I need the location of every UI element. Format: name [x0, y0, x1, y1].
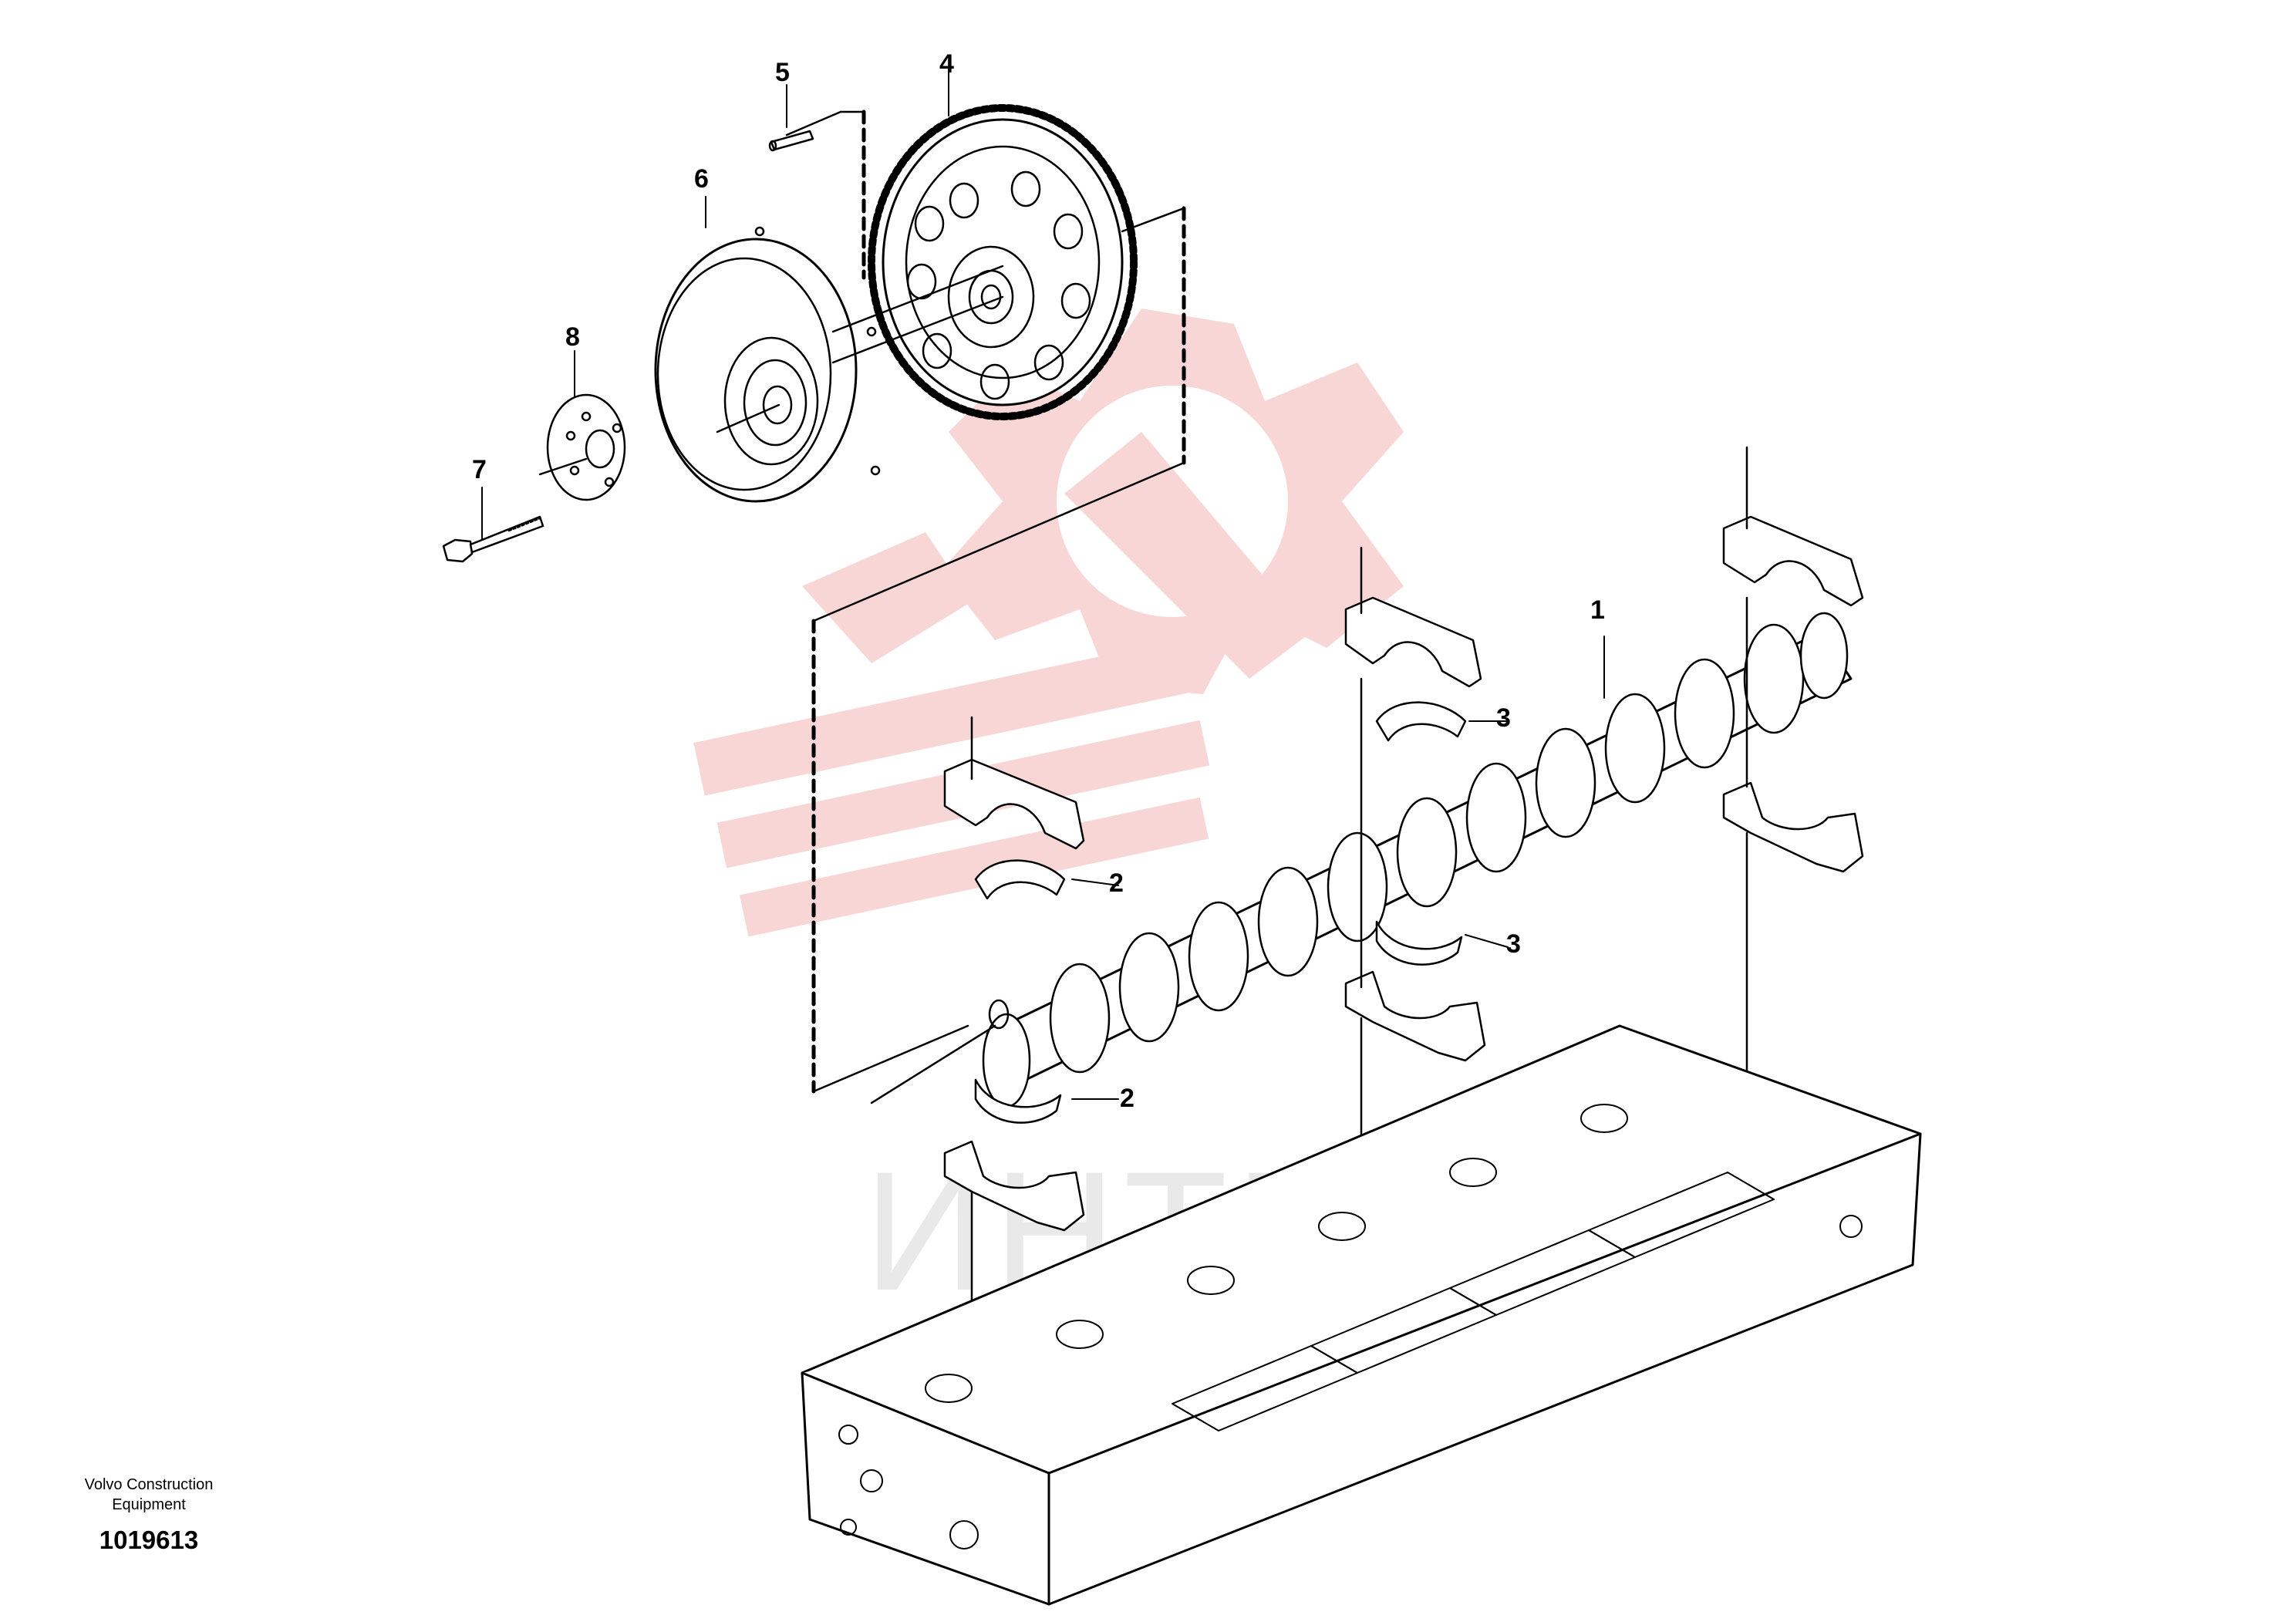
- callout-3-upper: 3: [1496, 703, 1511, 733]
- bearing-shell: [974, 859, 1066, 900]
- bearing-cap: [1722, 596, 1864, 1097]
- bearing-shell: [974, 1078, 1062, 1124]
- camshaft: [870, 612, 1853, 1108]
- bearing-cap: [943, 716, 1085, 850]
- dowel-pin: [768, 130, 814, 152]
- assembly-dash-lines: [811, 110, 1186, 1094]
- manufacturer-line-1: Volvo Construction: [84, 1476, 214, 1493]
- washer-plate: [538, 393, 626, 501]
- callout-1: 1: [1590, 595, 1605, 625]
- bearing-cap: [1722, 446, 1864, 607]
- callout-8: 8: [565, 322, 580, 352]
- callout-6: 6: [694, 164, 709, 194]
- callout-3-lower: 3: [1506, 929, 1521, 959]
- camshaft-gear: [868, 104, 1138, 420]
- callout-5: 5: [775, 58, 790, 87]
- damper-axis-lines: [716, 265, 1004, 433]
- bearing-shell: [1375, 701, 1467, 742]
- callout-4: 4: [939, 49, 954, 79]
- callout-2-lower: 2: [1120, 1084, 1135, 1113]
- manufacturer-line-2: Equipment: [112, 1496, 186, 1513]
- leader-lines: [481, 69, 1605, 1100]
- callout-7: 7: [472, 455, 487, 484]
- vibration-damper: [654, 226, 881, 503]
- drawing-footer: Volvo Construction Equipment 1019613: [60, 1475, 238, 1555]
- bearing-shell: [1375, 920, 1463, 966]
- bearing-cap: [1344, 546, 1482, 688]
- assembly-solid-lines: [785, 110, 1185, 1093]
- drawing-number: 1019613: [99, 1526, 199, 1554]
- callout-2-upper: 2: [1109, 868, 1124, 898]
- cylinder-head: [801, 1024, 1922, 1606]
- bolt: [442, 515, 544, 563]
